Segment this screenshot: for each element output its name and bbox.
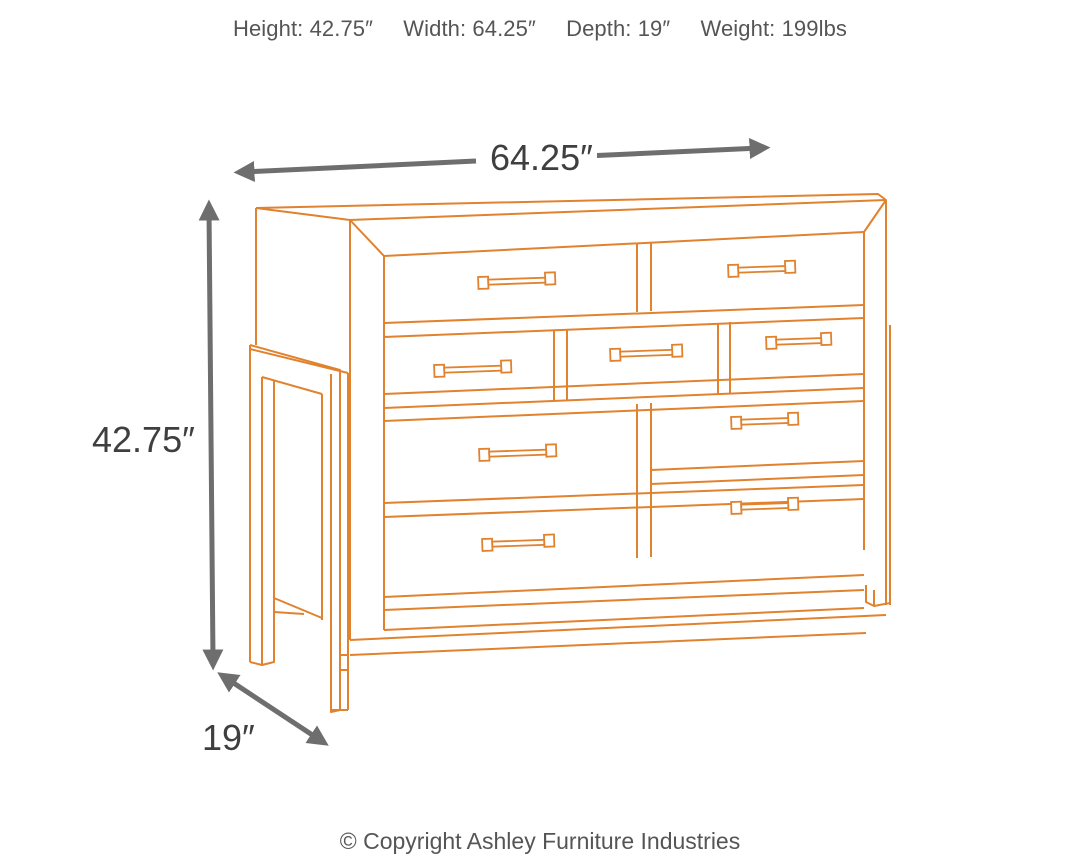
height-arrow-icon (198, 199, 224, 671)
drawer-pull-icon (609, 343, 684, 362)
drawer-pull-icon (730, 411, 800, 430)
spec-line: Height: 42.75″ Width: 64.25″ Depth: 19″ … (0, 16, 1080, 42)
depth-arrow-icon (217, 672, 329, 746)
height-dimension-label: 42.75″ (92, 419, 195, 460)
drawer-pull-icon (481, 533, 556, 552)
spec-depth: Depth: 19″ (566, 16, 671, 41)
dresser-outline (249, 193, 891, 713)
width-dimension-label: 64.25″ (486, 140, 597, 176)
drawer-pull-icon (765, 331, 833, 350)
spec-height: Height: 42.75″ (232, 16, 374, 41)
drawer-pull-icon (727, 259, 797, 278)
drawer-pull-icon (730, 496, 800, 515)
width-arrow-icon (233, 137, 771, 182)
drawer-pull-icon (433, 359, 513, 378)
spec-width: Width: 64.25″ (403, 16, 536, 41)
copyright-notice: © Copyright Ashley Furniture Industries (339, 828, 741, 854)
drawer-pull-icons (433, 259, 833, 552)
spec-weight: Weight: 199lbs (700, 16, 848, 41)
drawer-pull-icon (478, 443, 558, 462)
depth-dimension-label: 19″ (202, 717, 255, 758)
drawer-pull-icon (477, 271, 557, 290)
